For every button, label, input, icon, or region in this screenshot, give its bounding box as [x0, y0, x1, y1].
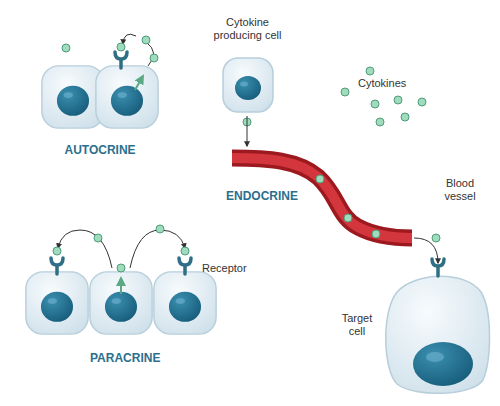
- signal-arrow: [414, 238, 438, 263]
- receptor-label: Receptor: [202, 262, 247, 275]
- node-label: Blood vessel: [430, 177, 490, 203]
- receptor-symbol: [115, 52, 127, 68]
- cytokine-dot: [142, 36, 150, 44]
- node-label: Target cell: [335, 312, 379, 338]
- cell: [26, 272, 88, 334]
- cytokine-dot: [150, 54, 158, 62]
- receptor-symbol: [51, 258, 63, 274]
- signal-arrow: [247, 116, 248, 146]
- paracrine-cells: [26, 225, 216, 334]
- cytokine-dot: [181, 247, 189, 255]
- cell: [42, 66, 104, 128]
- cytokine-dot: [117, 43, 125, 51]
- signal-arrow: [58, 230, 112, 268]
- secretion-arrow: [120, 278, 122, 294]
- cytokine-dot: [117, 264, 125, 272]
- section-title: ENDOCRINE: [226, 190, 298, 203]
- cytokine-label: Cytokines: [358, 77, 406, 90]
- cytokine-cluster: [341, 67, 426, 126]
- cell: [90, 272, 152, 334]
- producer-cell: Cytokine producing cell: [205, 16, 290, 116]
- autocrine-cells: [42, 34, 158, 128]
- section-title: PARACRINE: [90, 352, 160, 365]
- secretion-arrow: [135, 76, 143, 90]
- cytokine-dot: [94, 234, 102, 242]
- cytokine-dot: [53, 247, 61, 255]
- cytokine-dot: [156, 225, 164, 233]
- node-label: Cytokine producing cell: [205, 16, 290, 42]
- signal-arrow: [130, 230, 185, 268]
- signal-arrow: [123, 34, 136, 44]
- cytokine-dot: [62, 44, 70, 52]
- cell: [96, 66, 158, 128]
- cell: [154, 272, 216, 334]
- receptor-symbol: [179, 258, 191, 274]
- cytokine-dot: [432, 234, 440, 242]
- cytokine-dot: [243, 118, 251, 126]
- section-title: AUTOCRINE: [65, 144, 136, 157]
- target-cell: Target cell: [335, 262, 490, 397]
